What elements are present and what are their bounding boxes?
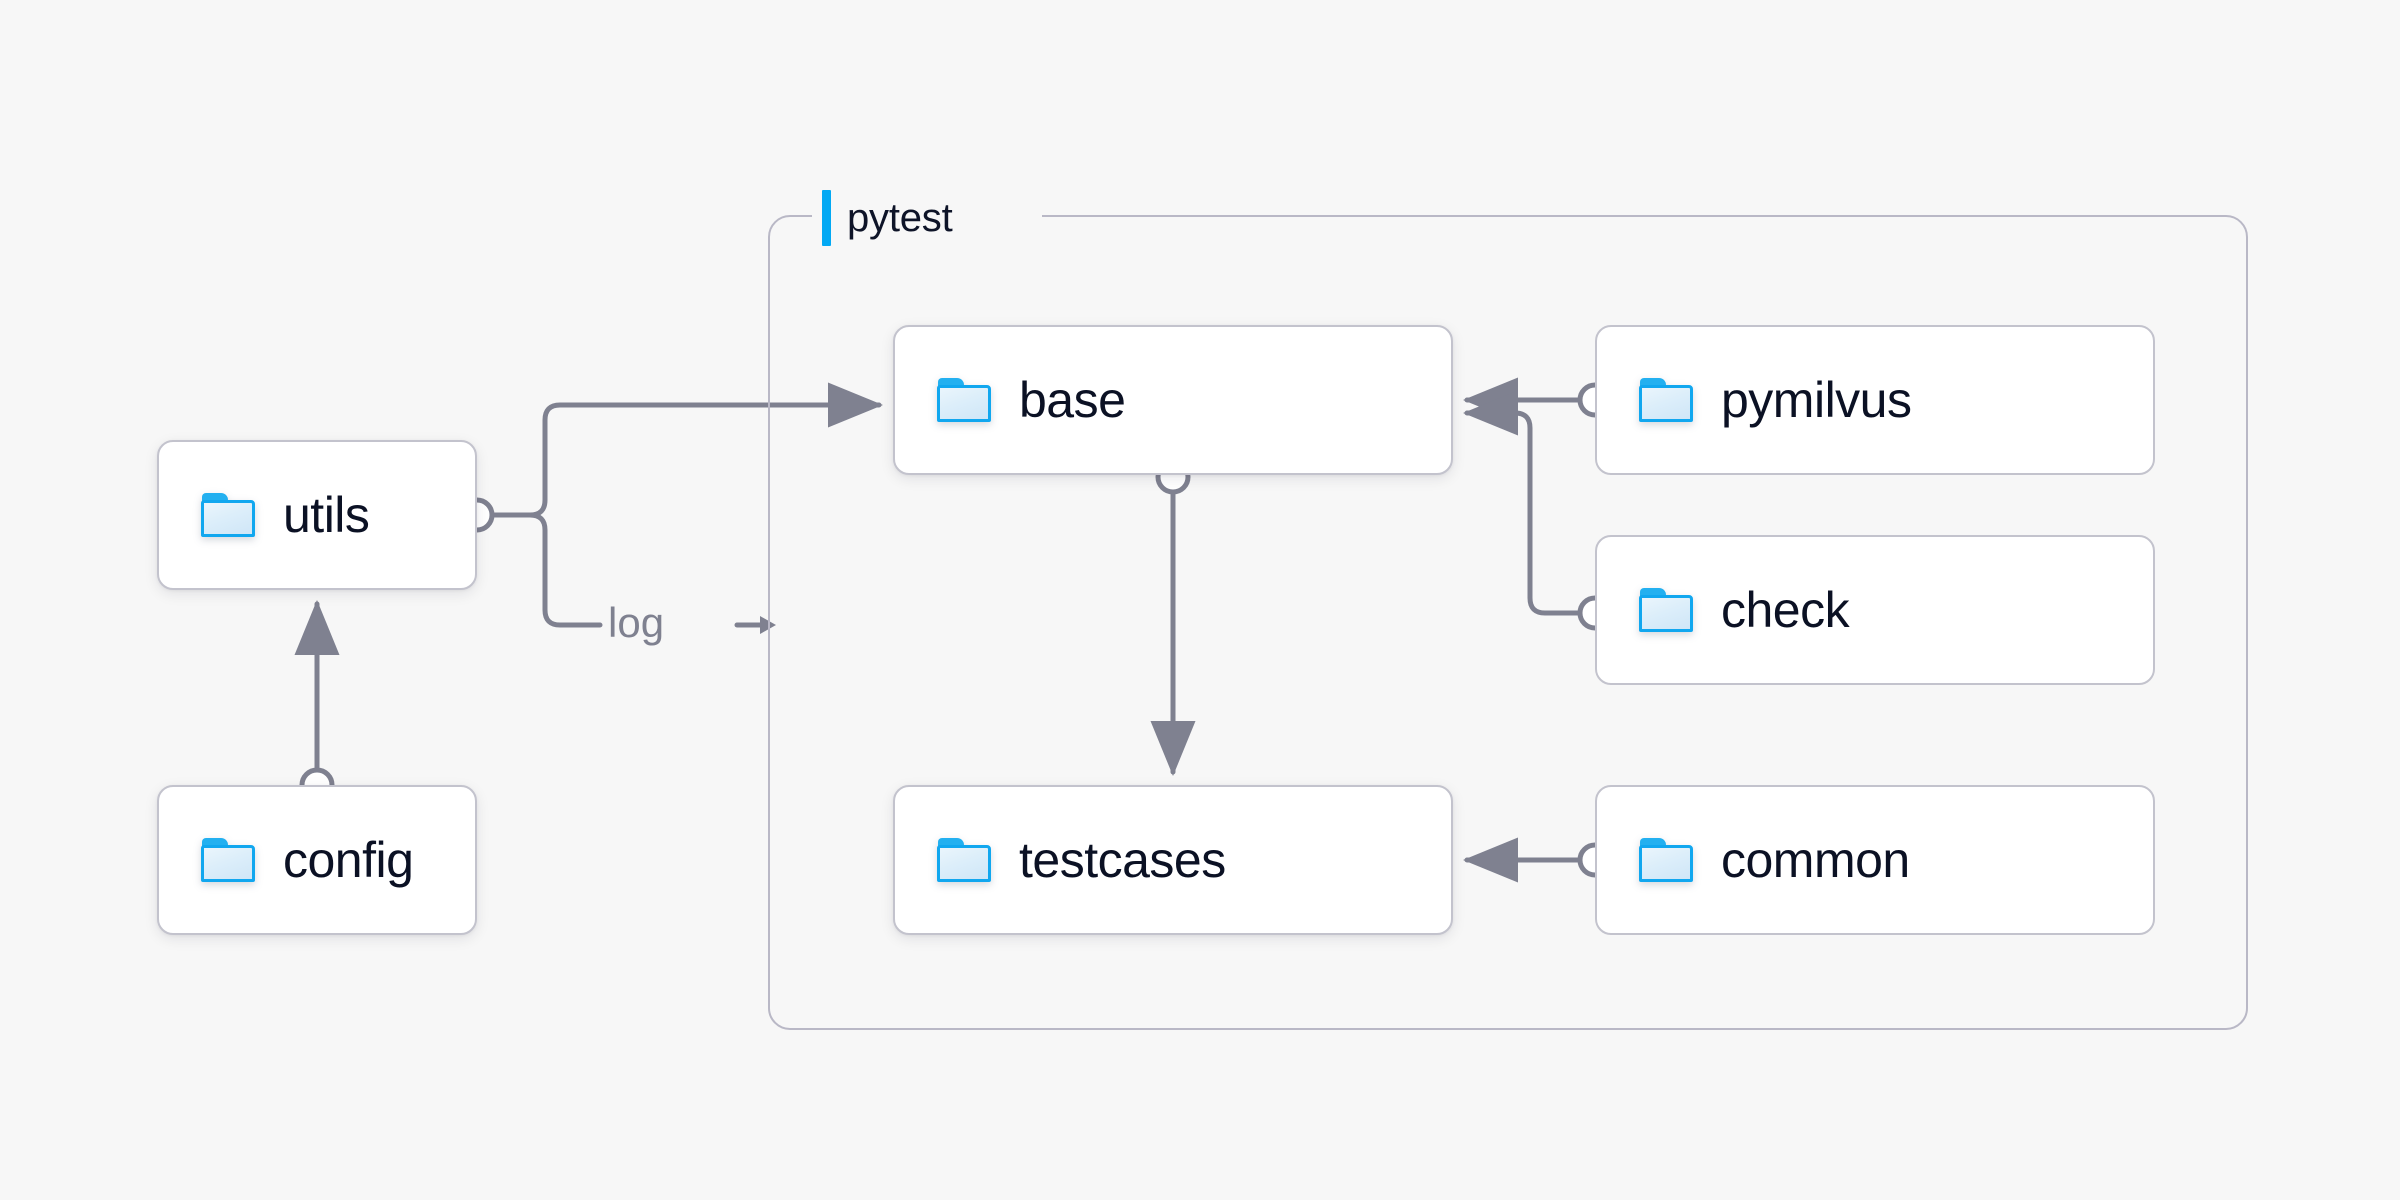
edge-label-log: log [608, 599, 665, 646]
node-utils[interactable]: utils [157, 440, 477, 590]
node-pymilvus[interactable]: pymilvus [1595, 325, 2155, 475]
node-label-common: common [1721, 832, 1910, 888]
node-label-base: base [1019, 372, 1126, 428]
folder-icon [201, 493, 255, 537]
node-label-check: check [1721, 582, 1850, 638]
folder-icon [937, 378, 991, 422]
node-common[interactable]: common [1595, 785, 2155, 935]
folder-icon [201, 838, 255, 882]
edge-utils-log [527, 512, 603, 628]
group-label-text: pytest [847, 196, 953, 240]
node-label-config: config [283, 832, 414, 888]
group-label-pytest: pytest [822, 190, 953, 246]
node-check[interactable]: check [1595, 535, 2155, 685]
node-label-pymilvus: pymilvus [1721, 372, 1912, 428]
folder-icon [937, 838, 991, 882]
folder-icon [1639, 378, 1693, 422]
folder-icon [1639, 838, 1693, 882]
node-label-utils: utils [283, 487, 370, 543]
group-label-mask [812, 212, 1042, 218]
node-label-testcases: testcases [1019, 832, 1226, 888]
node-testcases[interactable]: testcases [893, 785, 1453, 935]
group-pytest [768, 215, 2248, 1030]
group-accent-bar [822, 190, 831, 246]
node-config[interactable]: config [157, 785, 477, 935]
folder-icon [1639, 588, 1693, 632]
node-base[interactable]: base [893, 325, 1453, 475]
